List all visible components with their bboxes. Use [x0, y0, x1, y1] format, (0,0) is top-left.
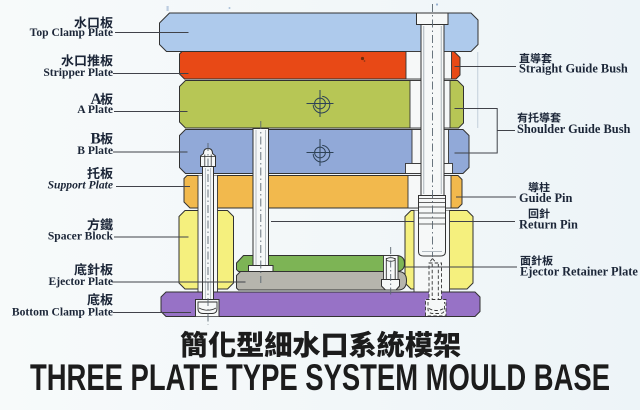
- screw-position-mark: [306, 139, 334, 166]
- label-left-0-zh: [74, 16, 113, 29]
- label-right-0-en: Straight Guide Bush: [519, 62, 628, 76]
- label-left-3-en: B Plate: [77, 144, 113, 157]
- label-right-2-zh: [528, 181, 550, 193]
- label-right-3-zh: [528, 208, 550, 219]
- ejector-plate: [236, 271, 407, 291]
- top-clamp-plate: [159, 12, 479, 52]
- b-plate: [179, 129, 470, 174]
- scan-specks: [166, 3, 479, 128]
- label-left-0-en: Top Clamp Plate: [30, 26, 113, 39]
- label-left-1-en: Stripper Plate: [43, 66, 113, 79]
- leader-shoulder-guide-bush: [454, 108, 515, 154]
- stripper-plate: [179, 51, 461, 80]
- label-left-6-en: Ejector Plate: [49, 275, 114, 288]
- title-english: THREE PLATE TYPE SYSTEM MOULD BASE: [30, 357, 610, 398]
- label-left-7-zh: [87, 293, 113, 306]
- guide-pin: [416, 12, 449, 257]
- label-left-2-en: A Plate: [77, 103, 113, 116]
- guide-pin-puller-screw: [425, 258, 447, 317]
- title-chinese: [180, 330, 461, 358]
- label-right-0-zh: [519, 52, 552, 64]
- label-left-4-zh: [87, 166, 113, 180]
- label-left-4-en: Support Plate: [48, 179, 113, 192]
- label-left-7-en: Bottom Clamp Plate: [12, 306, 113, 319]
- label-right-4-zh: [520, 255, 553, 266]
- label-right-1-en: Shoulder Guide Bush: [517, 122, 631, 136]
- bottom-clamp-plate: [160, 291, 481, 317]
- screw-position-mark: [306, 90, 334, 117]
- label-left-2-zh: A: [91, 91, 113, 108]
- label-left-1-zh: [61, 54, 113, 67]
- label-left-6-zh: [74, 263, 113, 276]
- label-left-5-en: Spacer Block: [48, 230, 114, 243]
- label-left-3-zh: B: [91, 130, 113, 147]
- svg-text:A: A: [91, 91, 102, 108]
- label-right-2-en: Guide Pin: [519, 191, 572, 205]
- a-plate: [179, 80, 464, 129]
- label-right-3-en: Return Pin: [519, 217, 578, 231]
- label-right-4-en: Ejector Retainer Plate: [520, 264, 638, 278]
- label-left-5-zh: [87, 218, 113, 231]
- svg-text:B: B: [91, 130, 101, 147]
- label-right-1-zh: [517, 112, 561, 123]
- bolt-counterbore: [195, 299, 220, 317]
